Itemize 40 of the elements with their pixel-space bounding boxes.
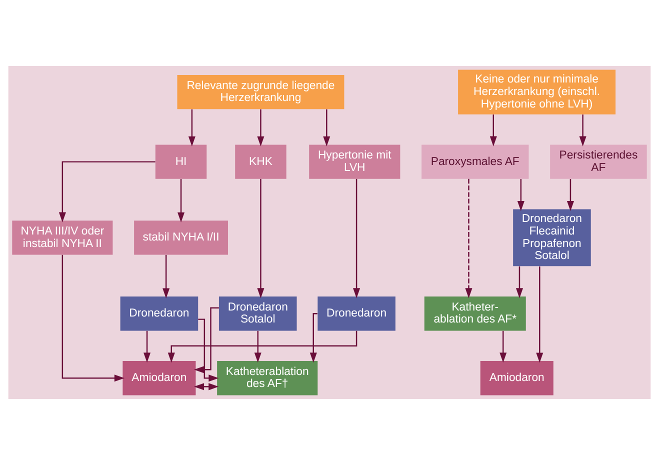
arrow [579,114,586,146]
arrow [257,109,264,146]
arrow [323,109,330,146]
node-box: KHK [235,144,286,179]
arrow [162,254,170,298]
node-box: stabil NYHA I/II [134,220,228,255]
arrow [178,179,185,222]
node-box: Katheter- ablation des AF* [424,296,526,331]
node-box: Dronedaron [318,296,396,331]
arrow [62,254,124,382]
arrow [188,109,196,146]
arrow [465,178,472,298]
node-box: Amiodaron [122,361,196,396]
node-box: Persistierendes AF [550,144,647,179]
node-box: Keine oder nur minimale Herzerkrankung (einschl. Hypertonie ohne LVH) [458,70,616,114]
node-box: Paroxysmales AF [422,144,529,179]
arrow [516,266,523,298]
node-box: NYHA III/IV oder instabil NYHA II [12,220,113,255]
node-box: Dronedaron Sotalol [218,296,297,331]
node-box: Relevante zugrunde liegende Herzerkrankung [177,75,344,110]
arrow [566,179,574,212]
arrow [254,330,262,363]
arrow [198,318,219,382]
arrow [194,307,219,374]
arrow [257,178,264,298]
arrow [144,330,151,363]
arrow [168,330,358,363]
arrow [194,383,219,390]
node-box: Katheterablation des AF† [217,361,318,396]
arrow [58,161,156,222]
node-box: Dronedaron [120,296,198,331]
arrow [536,266,544,363]
arrow [517,179,524,212]
arrow [353,178,360,298]
arrow [490,114,497,146]
node-box: Hypertonie mit LVH [309,144,400,179]
node-box: Dronedaron Flecainid Propafenon Sotalol [513,209,591,266]
arrow [500,330,507,363]
node-box: Amiodaron [480,361,554,396]
node-box: HI [155,144,207,179]
